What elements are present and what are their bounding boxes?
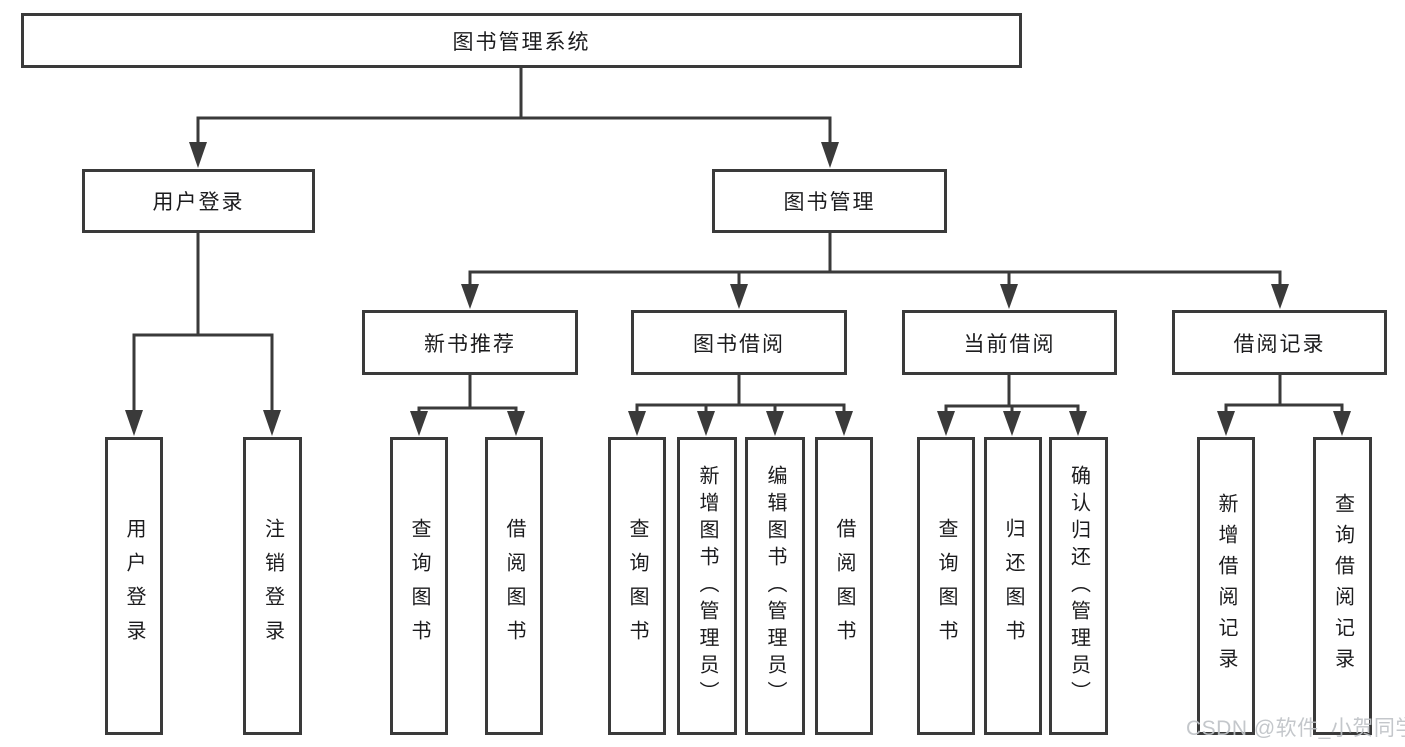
node-label: 用户登录 [123,518,145,654]
arrow-down-icon [1000,284,1018,309]
arrow-down-icon [1217,411,1235,436]
arrow-down-icon [1003,411,1021,436]
node-label: 编辑图书（管理员） [764,464,786,708]
arrow-down-icon [507,411,525,436]
leaf-add-books-admin: 新增图书（管理员） [677,437,737,735]
connector-current-borrowing-to-children [937,375,1087,436]
node-label: 归还图书 [1002,518,1024,654]
node-label: 新增图书（管理员） [696,464,718,708]
arrow-down-icon [835,411,853,436]
connector-borrowing-records-to-children [1217,375,1351,436]
connector-user-login-to-children [125,233,281,436]
node-book-borrowing: 图书借阅 [631,310,847,375]
node-label: 图书借阅 [693,332,785,356]
arrow-down-icon [628,411,646,436]
connector-new-book-recommend-to-children [410,375,525,436]
node-label: 图书管理系统 [452,30,591,54]
leaf-query-borrow-record: 查询借阅记录 [1313,437,1372,735]
node-label: 用户登录 [152,191,245,214]
arrow-down-icon [730,284,748,309]
node-label: 查询图书 [626,518,648,654]
arrow-down-icon [461,284,479,309]
node-label: 查询图书 [935,518,957,654]
leaf-query-books-current: 查询图书 [917,437,975,735]
connector-book-management-to-level3 [461,233,1289,309]
node-label: 新书推荐 [424,332,516,356]
node-label: 新增借阅记录 [1215,493,1237,679]
leaf-return-books: 归还图书 [984,437,1042,735]
arrow-down-icon [189,142,207,168]
connector-book-borrowing-to-children [628,375,853,436]
arrow-down-icon [125,410,143,436]
leaf-add-borrow-record: 新增借阅记录 [1197,437,1255,735]
arrow-down-icon [821,142,839,168]
arrow-down-icon [766,411,784,436]
arrow-down-icon [263,410,281,436]
arrow-down-icon [1069,411,1087,436]
leaf-logout: 注销登录 [243,437,302,735]
node-root: 图书管理系统 [21,13,1022,68]
node-label: 注销登录 [261,518,284,654]
leaf-query-books-recommend: 查询图书 [390,437,448,735]
arrow-down-icon [1271,284,1289,309]
node-book-management: 图书管理 [712,169,947,233]
node-label: 借阅记录 [1233,332,1326,356]
node-user-login: 用户登录 [82,169,315,233]
leaf-confirm-return-admin: 确认归还（管理员） [1049,437,1108,735]
node-new-book-recommend: 新书推荐 [362,310,578,375]
arrow-down-icon [697,411,715,436]
leaf-user-login: 用户登录 [105,437,163,735]
arrow-down-icon [1333,411,1351,436]
node-label: 当前借阅 [963,332,1056,356]
node-borrowing-records: 借阅记录 [1172,310,1387,375]
leaf-edit-books-admin: 编辑图书（管理员） [745,437,805,735]
leaf-borrow-books-borrowing: 借阅图书 [815,437,873,735]
connector-root-to-level2 [189,66,839,168]
leaf-query-books-borrowing: 查询图书 [608,437,666,735]
node-label: 图书管理 [783,191,876,214]
node-label: 查询图书 [408,518,430,654]
node-label: 确认归还（管理员） [1067,464,1090,708]
csdn-watermark: CSDN @软件_小贺同学 [1186,717,1405,740]
node-label: 借阅图书 [833,518,855,654]
node-label: 查询借阅记录 [1331,493,1354,679]
node-label: 借阅图书 [503,518,525,654]
arrow-down-icon [937,411,955,436]
arrow-down-icon [410,411,428,436]
node-current-borrowing: 当前借阅 [902,310,1117,375]
leaf-borrow-books-recommend: 借阅图书 [485,437,543,735]
